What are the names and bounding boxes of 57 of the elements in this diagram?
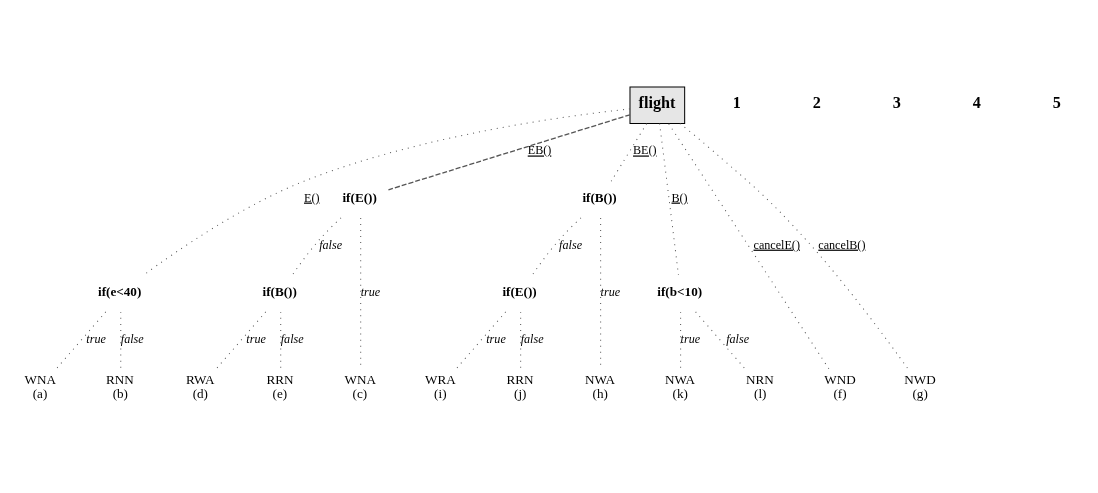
edge-label: EB() bbox=[527, 143, 552, 158]
edge-label: B() bbox=[671, 190, 688, 205]
node-text: NWD (g) bbox=[904, 372, 936, 402]
node-text: NRN (l) bbox=[745, 372, 774, 402]
node-text: RRN (e) bbox=[266, 372, 294, 402]
edge-label: cancelE() bbox=[753, 237, 800, 252]
edge-label: true bbox=[486, 331, 506, 346]
node-text: if(B()) bbox=[582, 189, 617, 205]
edge-label: false bbox=[520, 331, 544, 346]
edge-label: false bbox=[726, 331, 750, 346]
connector bbox=[280, 311, 282, 370]
node-text: WNA (a) bbox=[24, 372, 57, 402]
connector bbox=[120, 311, 122, 370]
connector bbox=[668, 123, 830, 370]
node-text: WND (f) bbox=[824, 372, 856, 402]
edge-label: BE() bbox=[633, 143, 657, 158]
edge-label: true bbox=[600, 284, 621, 299]
node-text: NWA (h) bbox=[584, 372, 615, 402]
node-text: if(e<40) bbox=[97, 284, 142, 300]
node-text: RRN (j) bbox=[506, 372, 534, 402]
connector bbox=[387, 114, 631, 191]
edge-label: false bbox=[120, 331, 144, 346]
label: 1 bbox=[732, 94, 741, 113]
edge-label: true bbox=[86, 331, 106, 346]
connector bbox=[520, 311, 522, 370]
connector bbox=[680, 311, 682, 370]
label: 3 bbox=[892, 94, 901, 113]
edge-label: true bbox=[360, 284, 381, 299]
node-text: NWA (k) bbox=[664, 372, 695, 402]
connector bbox=[695, 311, 747, 370]
node-text: RNN (b) bbox=[106, 372, 134, 402]
edge-label: true bbox=[680, 331, 701, 346]
label: 5 bbox=[1052, 94, 1061, 113]
connector bbox=[659, 123, 679, 276]
label: 2 bbox=[812, 94, 821, 113]
connector bbox=[55, 311, 107, 370]
node-text: RWA (d) bbox=[186, 372, 215, 402]
node-text: if(E()) bbox=[502, 284, 537, 300]
connector bbox=[531, 217, 582, 276]
node-text: WNA (c) bbox=[344, 372, 376, 402]
edge-label: false bbox=[559, 237, 583, 252]
node-text: if(E()) bbox=[342, 189, 377, 205]
label: 4 bbox=[972, 94, 981, 113]
connector bbox=[679, 123, 909, 370]
connector bbox=[291, 217, 342, 276]
node-text: if(B()) bbox=[262, 284, 297, 300]
connector bbox=[610, 123, 648, 182]
connector bbox=[215, 311, 267, 370]
connector bbox=[455, 311, 507, 370]
node-text: WRA (i) bbox=[424, 372, 456, 402]
edge-label: E() bbox=[304, 190, 320, 205]
edge-label: false bbox=[280, 331, 304, 346]
edge-label: false bbox=[319, 237, 343, 252]
node-box: flight bbox=[629, 86, 686, 124]
edge-label: true bbox=[246, 331, 266, 346]
node-text: if(b<10) bbox=[657, 284, 703, 300]
edge-label: cancelB() bbox=[818, 237, 866, 252]
